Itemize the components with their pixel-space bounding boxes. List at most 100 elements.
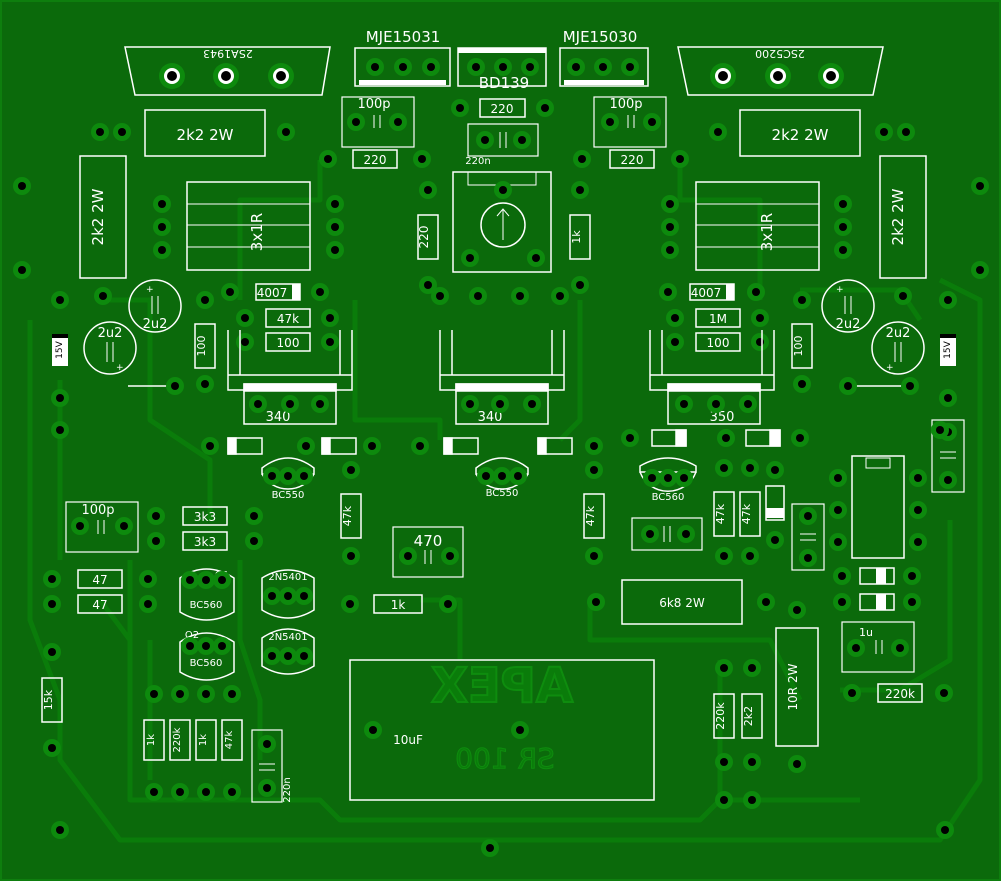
svg-text:100: 100 [195, 336, 208, 357]
diode-4007-left: 4007 [221, 283, 329, 301]
svg-text:220: 220 [491, 102, 514, 116]
label-bd139: BD139 [479, 74, 529, 92]
svg-text:4007: 4007 [691, 286, 722, 300]
svg-text:220: 220 [417, 226, 431, 249]
svg-text:47k: 47k [277, 312, 299, 326]
svg-text:220k: 220k [885, 687, 915, 701]
resistor-2k2-2w-left: 2k2 2W [13, 155, 127, 305]
resistor-47k-left: 47k [236, 308, 339, 328]
resistor-3k3-b: 3k3 [147, 531, 263, 551]
resistor-3k3-a: 3k3 [147, 506, 263, 526]
resistor-1k-bottom-a: 1k [143, 685, 165, 801]
svg-text:220k: 220k [172, 727, 183, 752]
resistor-2k2-2w-top-left: 2k2 2W [91, 109, 295, 157]
transistor-bc550-left: BC550 [261, 457, 315, 501]
capacitor-220n: 220n [465, 123, 539, 167]
svg-text:47k: 47k [224, 731, 235, 750]
transistor-mje15030: MJE15030 [559, 28, 649, 87]
svg-text:+: + [116, 363, 124, 373]
svg-text:100p: 100p [81, 503, 114, 518]
logo-sr100: SR 100 [455, 742, 555, 775]
transistor-mje15031: MJE15031 [354, 28, 451, 87]
svg-text:47k: 47k [740, 503, 753, 524]
heatsink-340-center: 340 [439, 330, 565, 425]
svg-text:47k: 47k [584, 505, 597, 526]
capacitor-1u: 1u [841, 621, 915, 673]
resistor-10r-2w: 10R 2W [775, 601, 819, 773]
resistor-47k-vertical-left: 47k [340, 461, 362, 565]
logo-apex: APEX [431, 658, 573, 714]
svg-text:+: + [886, 363, 894, 373]
svg-text:2u2: 2u2 [836, 317, 861, 332]
resistor-47k-vertical-center: 47k [583, 461, 605, 565]
resistor-47-a: 47 [43, 569, 157, 589]
svg-text:220k: 220k [714, 702, 727, 730]
svg-text:100: 100 [792, 336, 805, 357]
label-2sc5200: 2SC5200 [755, 47, 805, 60]
svg-text:1k: 1k [391, 598, 406, 612]
svg-text:3x1R: 3x1R [248, 213, 266, 251]
resistor-3x1r-right: 3x1R [661, 181, 852, 271]
capacitor-film-right-b [791, 503, 825, 571]
svg-text:1k: 1k [146, 734, 157, 746]
resistor-2k2-vertical: 2k2 [741, 659, 763, 809]
capacitor-220n-bottom: 220n [251, 729, 293, 803]
resistor-2k2-2w-top-right: 2k2 2W [709, 109, 915, 157]
svg-text:220n: 220n [282, 777, 293, 802]
svg-text:2u2: 2u2 [886, 326, 911, 341]
resistor-100-left-h: 100 [236, 332, 339, 352]
capacitor-2u2-right: 2u2 + [871, 321, 925, 375]
svg-text:47: 47 [92, 573, 107, 587]
resistor-1k-vertical-top: 1k [569, 181, 591, 294]
label-mje15031: MJE15031 [366, 28, 441, 46]
resistor-2k2-2w-right: 2k2 2W [879, 155, 989, 305]
svg-text:3k3: 3k3 [194, 535, 216, 549]
svg-text:2N5401: 2N5401 [268, 572, 307, 583]
zener-15v-left: 15V [51, 291, 69, 407]
resistor-6k8-2w: 6k8 2W [587, 579, 775, 625]
svg-text:350: 350 [710, 410, 735, 425]
svg-text:+: + [836, 285, 844, 295]
diode-right-a [833, 567, 921, 585]
resistor-220k-vertical: 220k [713, 659, 735, 809]
heatsink-340-left: 340 [227, 330, 353, 425]
svg-text:340: 340 [478, 410, 503, 425]
svg-text:2u2: 2u2 [98, 326, 123, 341]
svg-text:100p: 100p [609, 97, 642, 112]
transistor-2n5401-a: 2N5401 [261, 569, 315, 619]
svg-text:4007: 4007 [257, 286, 288, 300]
resistor-220k-right: 220k [843, 683, 953, 703]
diode-4007-right: 4007 [659, 283, 765, 301]
svg-text:1k: 1k [570, 230, 583, 244]
svg-text:470: 470 [414, 532, 443, 550]
transistor-2n5401-b: 2N5401 [261, 628, 315, 675]
resistor-100-right-v: 100 [791, 291, 813, 393]
svg-text:BC550: BC550 [486, 488, 519, 499]
svg-text:100: 100 [707, 336, 730, 350]
svg-text:2k2: 2k2 [742, 706, 755, 726]
svg-text:340: 340 [266, 410, 291, 425]
svg-text:100: 100 [277, 336, 300, 350]
svg-text:2k2 2W: 2k2 2W [89, 188, 107, 245]
diode-right-b [833, 593, 921, 611]
resistor-1k-center: 1k [341, 594, 457, 614]
resistor-220-left: 220 [319, 149, 431, 169]
svg-text:220: 220 [364, 153, 387, 167]
resistor-1k-bottom-b: 1k [195, 685, 217, 801]
resistor-100-left-v: 100 [194, 291, 216, 393]
capacitor-100p-left: 100p [341, 96, 415, 148]
svg-text:47k: 47k [714, 503, 727, 524]
svg-text:2N5401: 2N5401 [268, 632, 307, 643]
capacitor-2u2-left: 2u2 + [83, 321, 137, 375]
transistor-bc550-center: BC550 [475, 457, 529, 499]
svg-text:100p: 100p [357, 97, 390, 112]
zener-15v-right: 15V [939, 291, 957, 407]
transistor-2sa1943: 2SA1943 [124, 46, 331, 96]
transistor-q1-bc560: Q1 BC560 [179, 568, 235, 621]
svg-text:15k: 15k [42, 689, 55, 710]
svg-text:1k: 1k [198, 734, 209, 746]
svg-text:1u: 1u [859, 626, 873, 639]
svg-text:3x1R: 3x1R [758, 213, 776, 251]
svg-text:+: + [146, 285, 154, 295]
